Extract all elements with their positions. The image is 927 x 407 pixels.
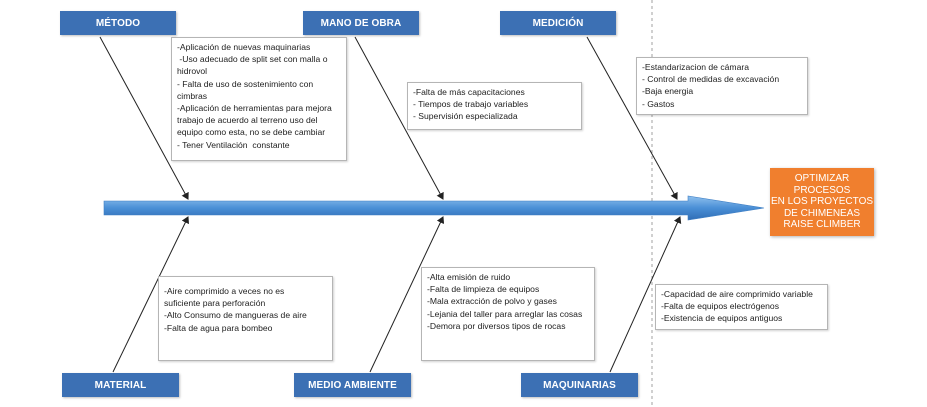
bone-material <box>112 216 189 373</box>
causes-box-metodo: -Aplicación de nuevas maquinarias -Uso a… <box>171 37 347 161</box>
category-metodo: MÉTODO <box>60 11 176 35</box>
category-medicion: MEDICIÓN <box>500 11 616 35</box>
cause-item: -Falta de más capacitaciones <box>413 87 525 97</box>
bone-metodo <box>99 36 189 200</box>
cause-item: - Control de medidas de excavación <box>642 74 780 85</box>
result-line: OPTIMIZAR <box>794 173 850 185</box>
cause-item: -Falta de equipos electrógenos <box>661 301 780 312</box>
category-maquinarias: MAQUINARIAS <box>521 373 638 397</box>
cause-item: -Falta de agua para bombeo <box>164 322 273 333</box>
cause-item: -Aire comprimido a veces no es <box>164 286 285 296</box>
cause-item: -Aplicación de herramientas para mejora <box>177 103 332 114</box>
bone-mano-de-obra <box>354 36 444 200</box>
cause-item: -Mala extracción de polvo y gases <box>427 296 557 307</box>
causes-box-mano-de-obra: -Falta de más capacitaciones - Tiempos d… <box>407 82 582 130</box>
cause-item: - Tener Ventilación constante <box>177 139 290 150</box>
result-line: DE CHIMENEAS <box>783 207 861 219</box>
cause-item: -Falta de limpieza de equipos <box>427 284 540 295</box>
cause-item: -Lejania del taller para arreglar las co… <box>427 308 583 319</box>
cause-item: - Falta de uso de sostenimiento con <box>177 78 314 89</box>
cause-item: suficiente para perforación <box>164 298 266 309</box>
category-medio-ambiente: MEDIO AMBIENTE <box>294 373 411 397</box>
result-line: RAISE CLIMBER <box>783 219 861 231</box>
cause-item: -Capacidad de aire comprimido variable <box>661 289 813 299</box>
cause-item: -Existencia de equipos antiguos <box>661 313 783 324</box>
cause-item: trabajo de acuerdo al terreno uso del <box>177 115 318 126</box>
causes-box-medio-ambiente: -Alta emisión de ruido -Falta de limpiez… <box>421 267 595 361</box>
cause-item: hidrovol <box>177 66 208 77</box>
cause-item: -Aplicación de nuevas maquinarias <box>177 42 311 52</box>
cause-item: - Gastos <box>642 98 675 109</box>
cause-item: cimbras <box>177 90 208 101</box>
causes-box-medicion: -Estandarizacion de cámara - Control de … <box>636 57 808 115</box>
cause-item: - Tiempos de trabajo variables <box>413 99 529 110</box>
cause-item: -Demora por diversos tipos de rocas <box>427 320 566 331</box>
result-line: PROCESOS <box>793 184 851 196</box>
cause-item: equipo como esta, no se debe cambiar <box>177 127 326 138</box>
cause-item: -Alta emisión de ruido <box>427 272 511 282</box>
bone-maquinarias <box>609 216 682 373</box>
cause-item: -Baja energia <box>642 86 694 97</box>
causes-box-maquinarias: -Capacidad de aire comprimido variable -… <box>655 284 828 330</box>
causes-box-material: -Aire comprimido a veces no es suficient… <box>158 276 333 361</box>
category-mano-de-obra: MANO DE OBRA <box>303 11 419 35</box>
category-material: MATERIAL <box>62 373 179 397</box>
cause-item: -Uso adecuado de split set con malla o <box>177 54 328 65</box>
bone-medicion <box>586 36 678 200</box>
result-line: EN LOS PROYECTOS <box>770 196 874 208</box>
spine-arrow <box>103 195 765 221</box>
cause-item: - Supervisión especializada <box>413 111 518 122</box>
cause-item: -Estandarizacion de cámara <box>642 62 749 72</box>
cause-item: -Alto Consumo de mangueras de aire <box>164 310 307 321</box>
result-box: OPTIMIZAR PROCESOS EN LOS PROYECTOS DE C… <box>770 168 874 236</box>
bone-medio-ambiente <box>369 216 445 373</box>
